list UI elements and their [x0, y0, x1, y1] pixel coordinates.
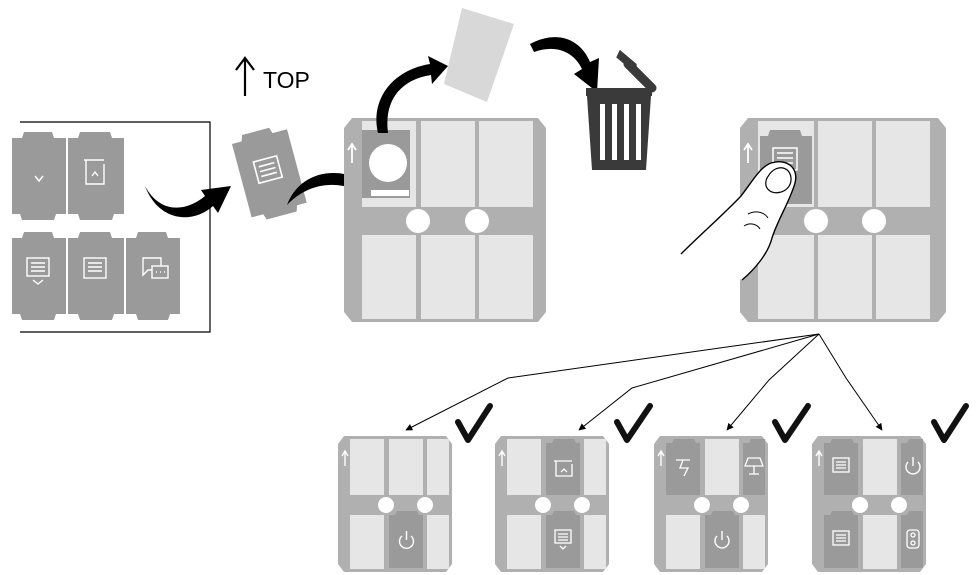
- main-frame: [344, 118, 546, 322]
- loose-cap: [231, 127, 307, 220]
- top-orientation-label: TOP: [235, 56, 310, 96]
- chat-icon: [142, 257, 169, 279]
- document-icon: [252, 154, 284, 185]
- tray-cap-chevron: [12, 132, 66, 220]
- table-lamp-icon: [744, 457, 764, 475]
- finger-press: [680, 161, 797, 281]
- document-down-icon: [554, 529, 572, 550]
- curved-arrow-to-bin: [530, 37, 599, 92]
- roller-up-icon: [554, 460, 573, 477]
- checkmark-icon: [772, 403, 811, 443]
- checkmark-icon: [455, 403, 493, 443]
- curved-arrow-to-film: [376, 56, 448, 133]
- variant-frame-2: [495, 436, 609, 572]
- variant-frame-3: [654, 436, 768, 572]
- roller-blind-icon: [84, 159, 105, 185]
- tray-cap-document: [68, 232, 124, 320]
- document-icon: [832, 530, 850, 546]
- power-icon: [398, 531, 415, 550]
- checkmark-icon: [931, 403, 969, 443]
- document-icon: [832, 457, 850, 473]
- chevron-down-icon: [34, 175, 44, 183]
- ceiling-lamp-icon: [676, 459, 690, 477]
- trash-bin-icon: [586, 49, 657, 170]
- variant-frame-4: [812, 436, 926, 572]
- variant-frame-1: [338, 436, 452, 572]
- tray-cap-chat: [126, 232, 180, 320]
- protective-film: [444, 8, 514, 102]
- tray-cap-document-down: [12, 232, 66, 320]
- power-icon: [905, 457, 921, 475]
- power-icon: [714, 531, 730, 549]
- checkmark-icon: [614, 403, 653, 443]
- variant-arrows: [405, 333, 883, 431]
- tray-cap-roller-blind: [68, 132, 124, 220]
- socket-icon: [906, 529, 920, 549]
- top-label-text: TOP: [263, 67, 310, 93]
- document-down-icon: [26, 257, 50, 285]
- document-icon: [83, 257, 107, 279]
- cap-tray: [12, 121, 211, 333]
- curved-arrow-tray: [145, 186, 231, 218]
